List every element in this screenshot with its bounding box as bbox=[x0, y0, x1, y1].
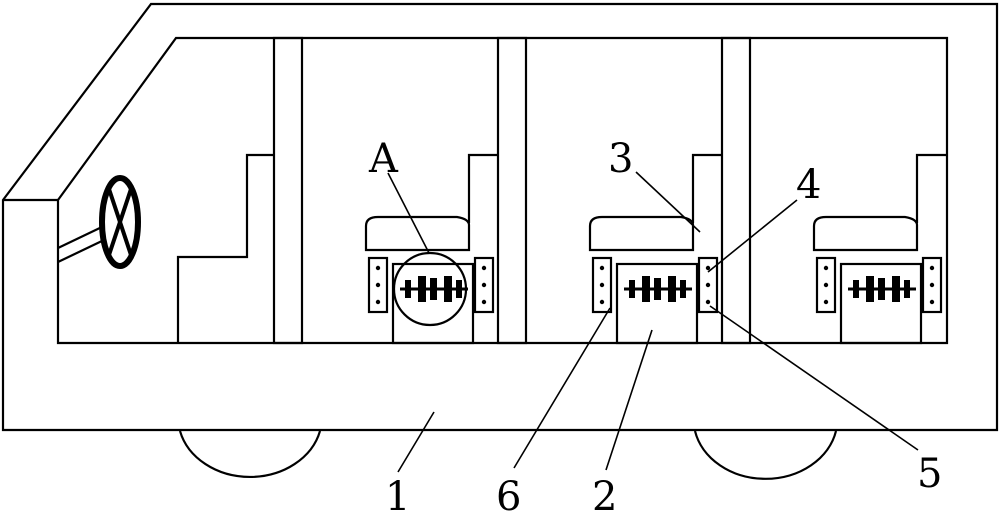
rear-wheel bbox=[178, 430, 322, 479]
adjust-slot-holes bbox=[599, 265, 711, 305]
leader-1 bbox=[397, 411, 435, 473]
leader-5 bbox=[709, 305, 919, 451]
adjust-slot-right bbox=[921, 256, 943, 314]
leader-4 bbox=[707, 199, 798, 273]
seat-base bbox=[615, 262, 699, 345]
adjust-slot-left bbox=[591, 256, 613, 314]
locking-mechanism bbox=[624, 276, 692, 302]
steering-wheel bbox=[57, 175, 141, 269]
seat-base bbox=[839, 262, 923, 345]
label-5: 5 bbox=[917, 451, 942, 497]
label-2: 2 bbox=[592, 474, 617, 520]
seat-assembly-1 bbox=[364, 153, 498, 345]
driver-seat bbox=[176, 153, 274, 343]
leader-2 bbox=[605, 329, 653, 471]
reference-labels: A 3 4 1 6 2 5 bbox=[368, 136, 942, 520]
cabin-interior-outline bbox=[56, 36, 949, 345]
locking-mechanism bbox=[400, 276, 468, 302]
detail-circle-a bbox=[392, 251, 468, 327]
adjust-slot-right bbox=[697, 256, 719, 314]
adjust-slot-holes bbox=[823, 265, 935, 305]
seat-cushion bbox=[364, 215, 471, 252]
leader-a bbox=[387, 172, 430, 254]
label-4: 4 bbox=[796, 162, 821, 208]
leader-6 bbox=[513, 307, 611, 469]
seat-back bbox=[691, 153, 722, 223]
seat-base bbox=[391, 262, 475, 345]
front-wheel bbox=[693, 430, 838, 480]
label-6: 6 bbox=[496, 474, 521, 520]
label-a: A bbox=[368, 136, 399, 182]
label-1: 1 bbox=[385, 474, 410, 520]
adjust-slot-left bbox=[815, 256, 837, 314]
leader-3 bbox=[635, 171, 701, 233]
seat-assembly-3 bbox=[812, 153, 946, 345]
seat-cushion bbox=[812, 215, 919, 252]
window-pillars bbox=[272, 36, 752, 345]
adjust-slot-right bbox=[473, 256, 495, 314]
leader-lines bbox=[387, 171, 919, 473]
adjust-slot-left bbox=[367, 256, 389, 314]
seat-back bbox=[467, 153, 498, 223]
adjust-slot-holes bbox=[375, 265, 487, 305]
label-3: 3 bbox=[608, 136, 633, 182]
vehicle-body-outline bbox=[1, 2, 999, 432]
seat-back bbox=[915, 153, 946, 223]
locking-mechanism bbox=[848, 276, 916, 302]
